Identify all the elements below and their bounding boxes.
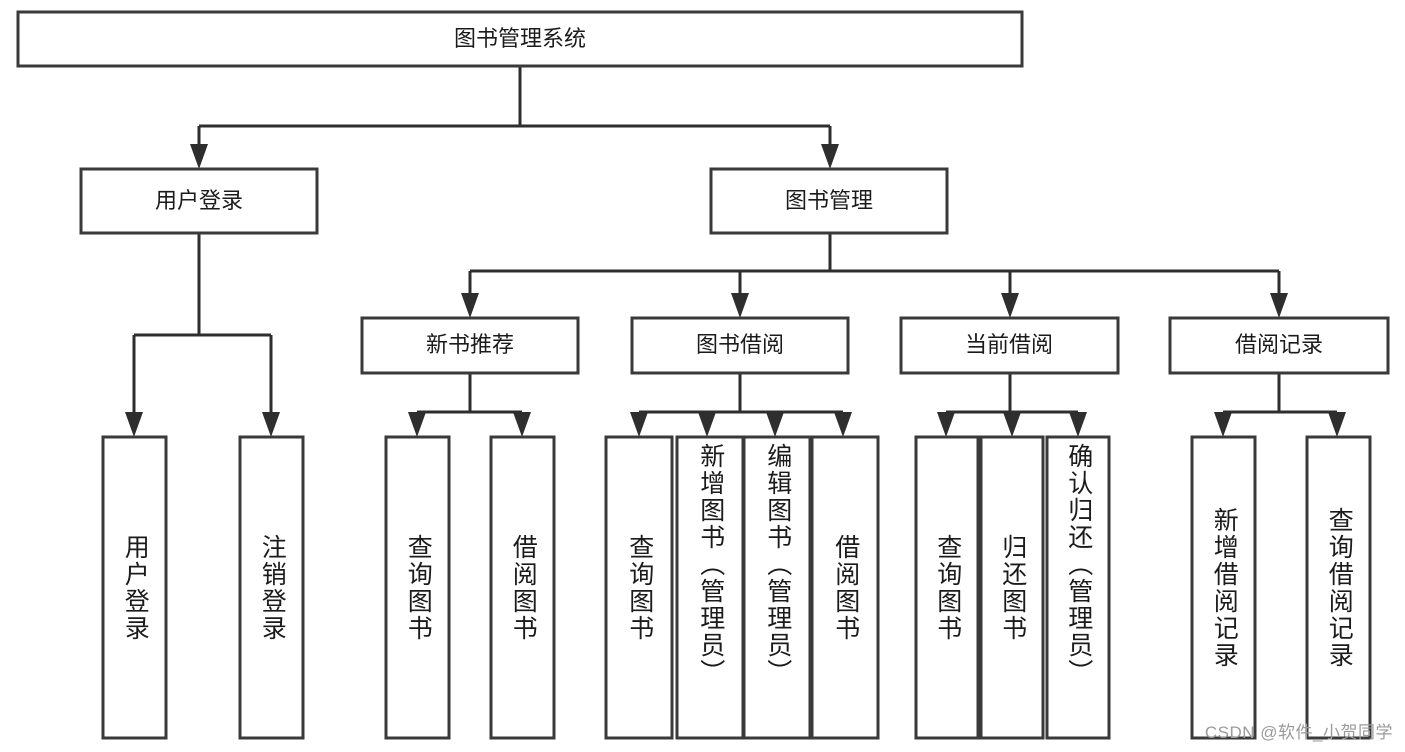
- leaf-box-return-book[interactable]: [979, 435, 1045, 740]
- node-borrow-record-label: 借阅记录: [1235, 332, 1323, 357]
- node-borrow-record-box[interactable]: [1168, 316, 1390, 375]
- node-current-borrow[interactable]: 当前借阅: [899, 316, 1120, 375]
- leaf-box-user-login[interactable]: [101, 435, 168, 740]
- node-user-login-label: 用户登录: [155, 188, 243, 213]
- leaf-box-borrow-book-1[interactable]: [489, 435, 556, 740]
- node-user-login-box[interactable]: [79, 167, 319, 235]
- leaf-box-confirm-return[interactable]: [1045, 435, 1111, 740]
- connector-borrowrecord-to-leaves: [1214, 373, 1346, 437]
- connector-newbook-to-leaves: [408, 373, 531, 437]
- node-borrow-record[interactable]: 借阅记录: [1168, 316, 1390, 375]
- node-book-borrow-box[interactable]: [630, 316, 850, 375]
- node-book-management-label: 图书管理: [785, 188, 873, 213]
- connector-root-to-level2: [190, 66, 839, 169]
- leaf-boxes: [101, 435, 1372, 740]
- leaf-box-logout[interactable]: [238, 435, 305, 740]
- node-new-book-recommend-box[interactable]: [360, 316, 580, 375]
- node-root[interactable]: 图书管理系统: [16, 10, 1024, 68]
- node-current-borrow-box[interactable]: [899, 316, 1120, 375]
- connector-userlogin-to-leaves: [125, 233, 280, 437]
- leaf-box-edit-book[interactable]: [742, 435, 812, 740]
- node-user-login[interactable]: 用户登录: [79, 167, 319, 235]
- leaf-box-query-book-3[interactable]: [914, 435, 980, 740]
- node-book-borrow-label: 图书借阅: [696, 332, 784, 357]
- node-new-book-recommend-label: 新书推荐: [426, 332, 514, 357]
- leaf-box-query-borrow-record[interactable]: [1305, 435, 1372, 740]
- leaf-box-query-book-1[interactable]: [384, 435, 451, 740]
- connector-currentborrow-to-leaves: [937, 373, 1087, 437]
- node-new-book-recommend[interactable]: 新书推荐: [360, 316, 580, 375]
- leaf-box-borrow-book-2[interactable]: [810, 435, 880, 740]
- leaf-box-query-book-2[interactable]: [604, 435, 674, 740]
- node-current-borrow-label: 当前借阅: [965, 332, 1053, 357]
- node-root-label: 图书管理系统: [454, 26, 586, 51]
- connector-bookmgmt-to-level3: [461, 233, 1288, 318]
- leaf-box-add-borrow-record[interactable]: [1190, 435, 1257, 740]
- node-book-management-box[interactable]: [709, 167, 949, 235]
- leaf-box-add-book[interactable]: [675, 435, 745, 740]
- node-root-box[interactable]: [16, 10, 1024, 68]
- watermark: CSDN @软件_小贺同学: [1204, 723, 1393, 742]
- node-book-management[interactable]: 图书管理: [709, 167, 949, 235]
- connector-bookborrow-to-leaves: [630, 373, 852, 437]
- node-book-borrow[interactable]: 图书借阅: [630, 316, 850, 375]
